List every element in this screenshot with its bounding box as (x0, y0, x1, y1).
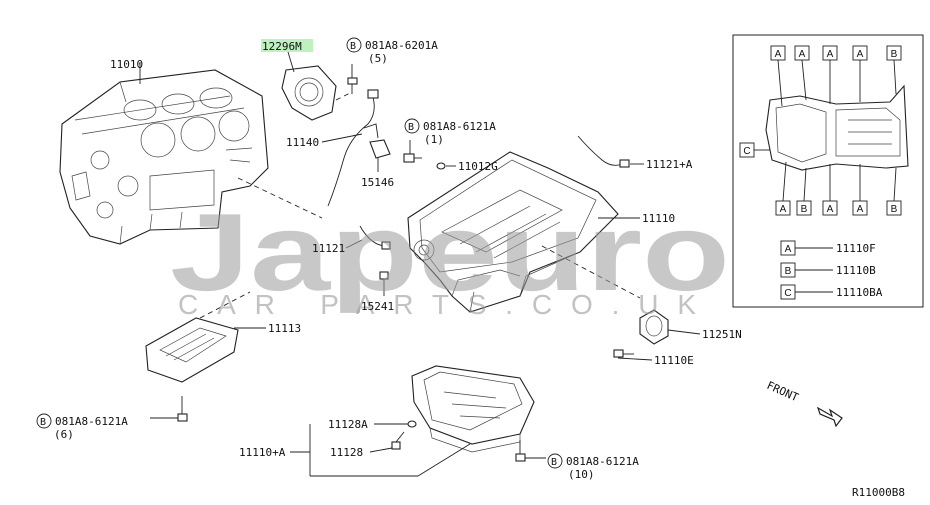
label-plug-gasket[interactable]: 11128A (328, 418, 368, 431)
label-oil-pan-upper[interactable]: 11110 (642, 212, 675, 225)
inset-side-marker[interactable]: C (743, 146, 750, 157)
bolt-circle-icon (346, 37, 362, 53)
rear-seal-retainer-drawing[interactable] (281, 65, 337, 121)
legend-key: C (784, 288, 791, 299)
watermark-logo: Japeuro (170, 191, 730, 314)
label-cover-plate[interactable]: 11251N (702, 328, 742, 341)
legend-key: B (785, 266, 792, 277)
inset-bottom-marker[interactable]: B (891, 204, 898, 215)
bolt-plate-drawing[interactable] (613, 349, 634, 358)
legend-part[interactable]: 11110B (836, 264, 876, 277)
label-rear-seal-retainer[interactable]: 12296M (262, 40, 302, 53)
sensor-15146-drawing[interactable] (369, 139, 422, 163)
label-tube-left[interactable]: 11121 (312, 242, 345, 255)
cylinder-block-drawing[interactable] (59, 69, 269, 245)
inset-top-marker[interactable]: A (775, 49, 782, 60)
lower-oil-pan-drawing[interactable] (411, 365, 535, 453)
label-drain-plug[interactable]: 11128 (330, 446, 363, 459)
label-bolt-mid-qty: (1) (424, 133, 444, 146)
inset-top-marker[interactable]: A (827, 49, 834, 60)
bolt-circle-icon (36, 413, 52, 429)
bolt-circle-letter: B (551, 457, 557, 468)
label-bolt-mid[interactable]: 081A8-6121A (423, 120, 496, 133)
bolt-circle-letter: B (408, 122, 414, 133)
plug-gasket-drawing[interactable] (407, 420, 417, 428)
bolt-circle-icon (547, 453, 563, 469)
label-bolt-top[interactable]: 081A8-6201A (365, 39, 438, 52)
bolt-circle-letter: B (40, 417, 46, 428)
inset-top-marker[interactable]: B (891, 49, 898, 60)
dipstick-guide-drawing[interactable] (327, 89, 379, 207)
tube-left-drawing[interactable] (359, 225, 391, 250)
label-bolt-left[interactable]: 081A8-6121A (55, 415, 128, 428)
label-oil-pan-assy[interactable]: 11110+A (239, 446, 286, 459)
label-cylinder-block[interactable]: 11010 (110, 58, 143, 71)
label-oil-temp-sensor[interactable]: 15241 (361, 300, 394, 313)
label-bolt-top-qty: (5) (368, 52, 388, 65)
watermark-subtext: CAR PARTS.CO.UK (178, 289, 718, 320)
legend-part[interactable]: 11110BA (836, 286, 883, 299)
bolt-left-drawing[interactable] (177, 396, 188, 422)
front-label: FRONT (765, 379, 801, 404)
label-drain-plug-gasket[interactable]: 11012G (458, 160, 498, 173)
inset-bottom-marker[interactable]: A (827, 204, 834, 215)
bolt-circle-icon (404, 118, 420, 134)
legend-key: A (785, 244, 792, 255)
inset-bottom-marker[interactable]: A (780, 204, 787, 215)
inset-bottom-markers: A B A A B (775, 161, 902, 216)
inset-bottom-marker[interactable]: A (857, 204, 864, 215)
cover-plate-drawing[interactable] (639, 309, 669, 345)
label-sensor[interactable]: 15146 (361, 176, 394, 189)
label-bolt-left-qty: (6) (54, 428, 74, 441)
bolt-top-drawing[interactable] (347, 77, 358, 94)
inset-top-markers: A A A A B (770, 45, 902, 107)
label-tube-right[interactable]: 11121+A (646, 158, 693, 171)
inset-top-marker[interactable]: A (857, 49, 864, 60)
oil-temp-sensor-drawing[interactable] (379, 271, 389, 296)
drain-gasket-drawing[interactable] (436, 162, 446, 170)
inset-panel (732, 34, 924, 308)
label-bolt-bottom[interactable]: 081A8-6121A (566, 455, 639, 468)
inset-top-marker[interactable]: A (799, 49, 806, 60)
inset-bottom-marker[interactable]: B (801, 204, 808, 215)
diagram-code: R11000B8 (852, 486, 905, 499)
bolt-circle-letter: B (350, 41, 356, 52)
front-arrow-icon (816, 406, 843, 428)
upper-oil-pan-drawing[interactable] (407, 151, 619, 313)
baffle-drawing[interactable] (145, 317, 239, 383)
legend-part[interactable]: 11110F (836, 242, 876, 255)
part-highlight (261, 39, 313, 52)
bolt-bottom-drawing[interactable] (515, 440, 526, 462)
label-baffle[interactable]: 11113 (268, 322, 301, 335)
label-bolt-plate[interactable]: 11110E (654, 354, 694, 367)
label-bolt-bottom-qty: (10) (568, 468, 595, 481)
label-dipstick-guide[interactable]: 11140 (286, 136, 319, 149)
drain-plug-drawing[interactable] (391, 431, 405, 450)
inset-legend: A 11110F B 11110B C 11110BA (780, 240, 883, 300)
tube-right-drawing[interactable] (577, 135, 630, 168)
